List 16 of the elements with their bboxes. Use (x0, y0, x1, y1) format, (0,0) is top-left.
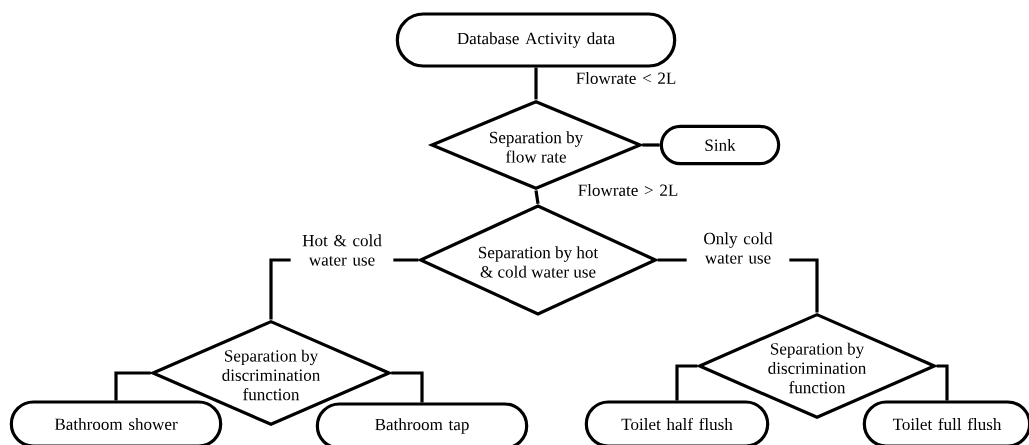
terminal-box: Toilet half flush (584, 400, 770, 445)
connector-line (642, 143, 660, 147)
connector-line (534, 67, 538, 100)
terminal-box: Bathroom tap (315, 402, 529, 445)
connector-line (114, 371, 151, 401)
edge-label: Only cold water use (686, 231, 790, 265)
connector-line (936, 364, 949, 401)
terminal-box: Toilet full flush (862, 400, 1029, 445)
terminal-box: Database Activity data (395, 12, 677, 68)
terminal-box: Sink (659, 124, 781, 166)
connector-line (675, 364, 698, 401)
edge-label: Flowrate < 2L (570, 70, 682, 86)
connector-line (391, 371, 424, 403)
terminal-box: Bathroom shower (9, 400, 223, 445)
edge-label: Hot & cold water use (290, 233, 394, 267)
connector-line (534, 190, 540, 204)
